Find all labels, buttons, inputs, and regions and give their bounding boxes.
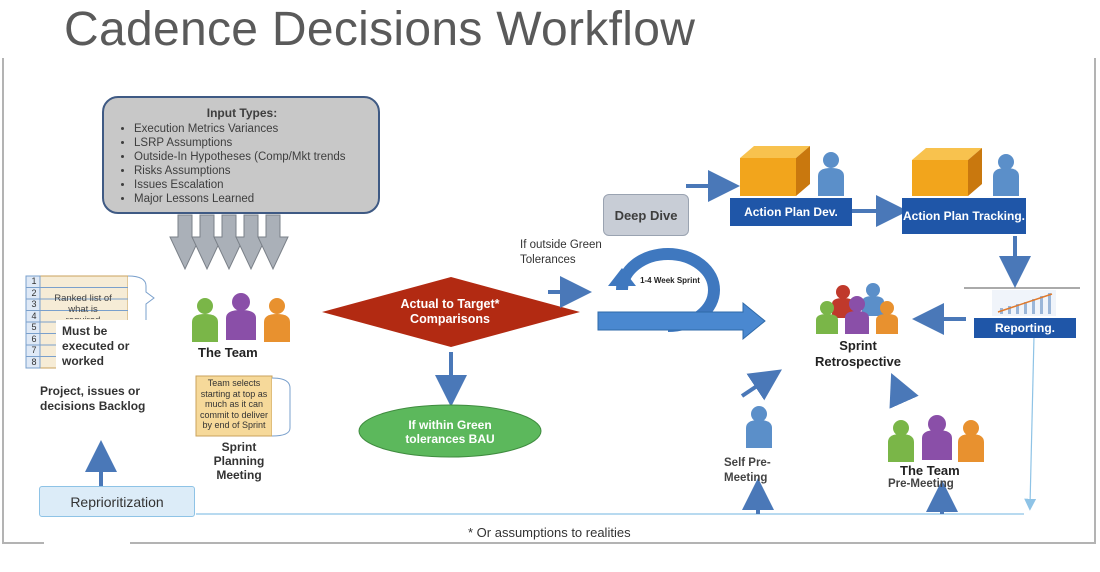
input-types-box: Input Types: Execution Metrics Variances… <box>102 96 380 214</box>
input-down-arrows <box>169 214 289 271</box>
backlog-number: 5 <box>31 322 37 332</box>
input-types-heading: Input Types: <box>206 106 278 120</box>
self-pre-meeting-label: Self Pre-Meeting <box>724 457 771 484</box>
backlog-number: 7 <box>31 345 37 355</box>
input-item: Risks Assumptions <box>134 164 368 178</box>
backlog-overlay-text: Must be executed or worked <box>56 320 150 370</box>
bau-oval <box>358 404 542 458</box>
input-item: Major Lessons Learned <box>134 192 368 206</box>
arrow-self-to-retro <box>740 369 782 401</box>
input-types-list: Execution Metrics Variances LSRP Assumpt… <box>116 122 368 206</box>
page-title: Cadence Decisions Workflow <box>64 3 696 56</box>
diamond-label: Actual to Target* Comparisons <box>400 297 500 326</box>
team-pre-meeting-caption: Pre-Meeting <box>888 478 954 490</box>
retrospective-label: Sprint Retrospective <box>815 338 901 369</box>
self-person-icon <box>746 406 772 448</box>
retrospective-team-people <box>816 283 898 334</box>
deep-dive-box: Deep Dive <box>603 194 689 236</box>
backlog-number: 3 <box>31 299 37 309</box>
sprint-planning-caption: Sprint Planning Meeting <box>213 440 265 482</box>
action-plan-tracking-box: Action Plan Tracking. <box>902 198 1026 234</box>
person-icon-tracking <box>993 154 1019 196</box>
team-note-shape <box>195 375 291 437</box>
reprioritization-box: Reprioritization <box>39 486 195 517</box>
person-icon-dev <box>818 152 844 196</box>
backlog-ranked-note: Ranked list of what is required <box>54 293 112 319</box>
backlog-number: 8 <box>31 356 37 367</box>
arrow-team-to-retro <box>889 373 919 409</box>
cube-icon-tracking <box>912 148 982 196</box>
input-item: LSRP Assumptions <box>134 136 368 150</box>
input-item: Outside-In Hypotheses (Comp/Mkt trends <box>134 150 368 164</box>
cube-icon-dev <box>740 146 810 196</box>
backlog-caption: Project, issues or decisions Backlog <box>40 384 146 413</box>
backlog-number: 6 <box>31 333 37 344</box>
sprint-cycle-label: 1-4 Week Sprint <box>640 276 700 285</box>
backlog-number: 1 <box>31 276 37 286</box>
team-right-people <box>888 415 984 462</box>
team-selection-note: Team selects starting at top as much as … <box>199 378 269 430</box>
reporting-chart-icon <box>964 287 1080 316</box>
team-right-label: The Team <box>900 463 960 478</box>
footnote: * Or assumptions to realities <box>468 525 631 540</box>
decision-diamond <box>322 277 580 347</box>
input-item: Execution Metrics Variances <box>134 122 368 136</box>
backlog-number: 4 <box>31 310 37 321</box>
reporting-feedback-line <box>1024 335 1037 511</box>
team-left-label: The Team <box>198 345 258 360</box>
frame-gap <box>44 538 130 548</box>
sprint-cycle-graphic <box>597 248 766 341</box>
reporting-box: Reporting. <box>974 318 1076 338</box>
diagram-frame <box>2 58 1096 544</box>
outside-green-label: If outside Green Tolerances <box>520 239 602 266</box>
input-item: Issues Escalation <box>134 178 368 192</box>
backlog-number: 2 <box>31 287 37 298</box>
bau-label: If within Green tolerances BAU <box>405 418 495 446</box>
backlog-numbers: 1 2 3 4 5 6 7 8 <box>28 276 40 368</box>
team-left-people <box>192 293 290 342</box>
action-plan-dev-box: Action Plan Dev. <box>730 198 852 226</box>
